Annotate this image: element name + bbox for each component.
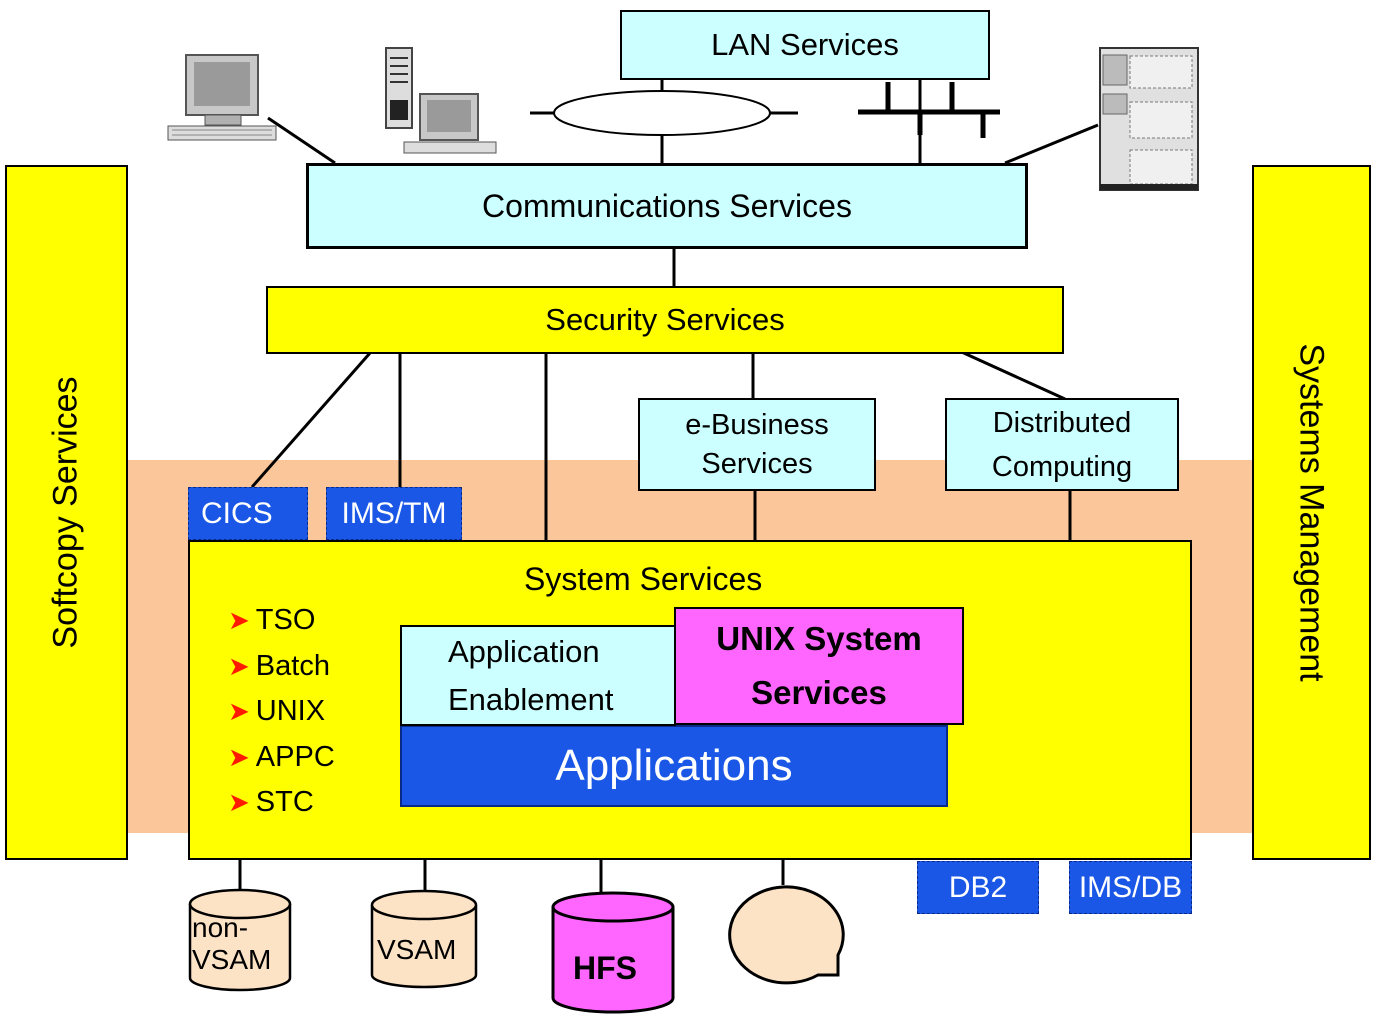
tower-computer-icon: [385, 47, 497, 154]
lan-services-box: LAN Services: [620, 10, 990, 80]
list-item: ➤TSO: [228, 598, 335, 644]
dasd-cylinder-icon: [188, 888, 292, 992]
tape-icon: [728, 885, 845, 985]
applications-box: Applications: [400, 725, 948, 807]
applications-label: Applications: [555, 741, 793, 790]
distributed-computing-line2: Computing: [991, 450, 1133, 483]
ebusiness-services-box: e-Business Services: [638, 398, 876, 491]
security-services-box: Security Services: [266, 286, 1064, 354]
list-item: ➤UNIX: [228, 689, 335, 735]
unix-system-services-line1: UNIX System: [716, 620, 922, 657]
vsam-label: VSAM: [377, 934, 457, 965]
arrow-icon: ➤: [228, 741, 250, 772]
softcopy-services-label: Softcopy Services: [47, 376, 85, 649]
ims-db-box: IMS/DB: [1069, 861, 1192, 914]
cics-label: CICS: [201, 496, 273, 530]
communications-services-box: Communications Services: [306, 163, 1028, 249]
unix-system-services-box: UNIX System Services: [674, 607, 964, 725]
server-rack-icon: [1099, 47, 1199, 191]
lan-services-label: LAN Services: [711, 27, 899, 62]
security-services-label: Security Services: [545, 302, 785, 337]
arrow-icon: ➤: [228, 650, 250, 681]
systems-management-bar: Systems Management: [1252, 165, 1371, 860]
unix-system-services-line2: Services: [751, 674, 887, 711]
ims-tm-label: IMS/TM: [341, 496, 447, 530]
db2-box: DB2: [917, 861, 1039, 914]
ims-tm-box: IMS/TM: [326, 487, 462, 540]
arrow-icon: ➤: [228, 787, 250, 817]
distributed-computing-line1: Distributed: [992, 406, 1132, 439]
softcopy-services-bar: Softcopy Services: [5, 165, 128, 860]
db2-label: DB2: [948, 870, 1008, 904]
subsystem-list: ➤TSO ➤Batch ➤UNIX ➤APPC ➤STC: [228, 598, 335, 826]
system-services-label: System Services: [524, 561, 763, 597]
application-enablement-box: Application Enablement: [400, 625, 676, 726]
non-vsam-label: non- VSAM: [192, 912, 272, 975]
communications-services-label: Communications Services: [482, 187, 852, 224]
dasd-cylinder-icon: [370, 889, 478, 989]
ebusiness-services-line1: e-Business: [685, 408, 829, 441]
distributed-computing-box: Distributed Computing: [945, 398, 1179, 491]
ethernet-bus-icon: [858, 82, 1000, 138]
cics-box: CICS: [188, 487, 308, 540]
arrow-icon: ➤: [228, 605, 250, 635]
application-enablement-line2: Enablement: [448, 681, 614, 717]
dasd-cylinder-icon: [551, 891, 675, 1014]
desktop-computer-icon: [167, 54, 277, 141]
hfs-label: HFS: [573, 950, 637, 986]
ims-db-label: IMS/DB: [1078, 870, 1183, 904]
list-item: ➤Batch: [228, 644, 335, 690]
token-ring-icon: [530, 90, 798, 136]
systems-management-label: Systems Management: [1293, 343, 1332, 682]
ebusiness-services-line2: Services: [701, 447, 813, 480]
application-enablement-line1: Application: [448, 633, 600, 669]
arrow-icon: ➤: [228, 696, 250, 726]
list-item: ➤APPC: [228, 735, 335, 781]
list-item: ➤STC: [228, 780, 335, 826]
